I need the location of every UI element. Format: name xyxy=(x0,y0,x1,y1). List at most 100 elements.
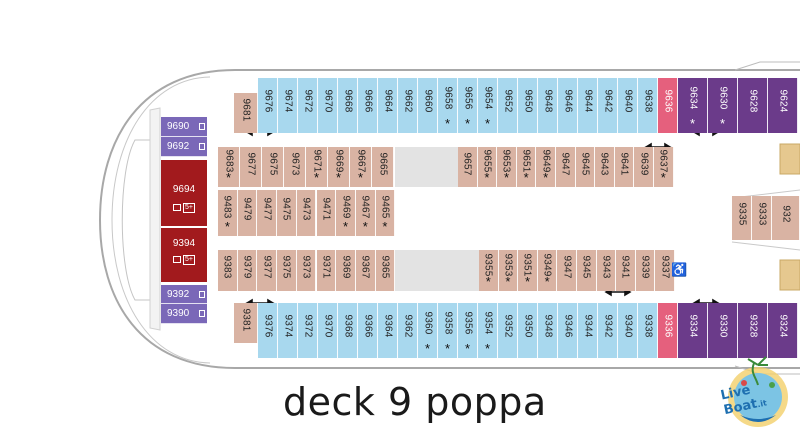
cabin-9648[interactable]: 9648 xyxy=(538,78,558,133)
cabin-9324[interactable]: 9324 xyxy=(768,303,798,358)
cabin-9371[interactable]: 9371 xyxy=(316,250,337,291)
cabin-9658[interactable]: 9658* xyxy=(438,78,458,133)
cabin-9641[interactable]: 9641 xyxy=(614,147,635,187)
cabin-9341[interactable]: 9341 xyxy=(616,250,636,291)
cabin-9471[interactable]: 9471 xyxy=(316,190,337,236)
cabin-9477[interactable]: 9477 xyxy=(257,190,278,236)
cabin-9664[interactable]: 9664 xyxy=(378,78,398,133)
cabin-9646[interactable]: 9646 xyxy=(558,78,578,133)
cabin-9353[interactable]: 9353* xyxy=(498,250,519,291)
cabin-9349[interactable]: 9349* xyxy=(537,250,558,291)
cabin-9367[interactable]: 9367 xyxy=(355,250,376,291)
cabin-9467[interactable]: 9467* xyxy=(355,190,376,236)
cabin-9634[interactable]: 9634* xyxy=(678,78,708,133)
cabin-9360[interactable]: 9360* xyxy=(418,303,438,358)
cabin-9665[interactable]: 9665 xyxy=(372,147,394,187)
cabin-9370[interactable]: 9370 xyxy=(318,303,338,358)
cabin-9337[interactable]: 9337 xyxy=(655,250,675,291)
cabin-9390[interactable]: 9390 xyxy=(161,304,207,324)
cabin-9681[interactable]: 9681 xyxy=(234,93,258,133)
cabin-9642[interactable]: 9642 xyxy=(598,78,618,133)
cabin-9355[interactable]: 9355* xyxy=(479,250,499,291)
cabin-9368[interactable]: 9368 xyxy=(338,303,358,358)
cabin-9650[interactable]: 9650 xyxy=(518,78,538,133)
cabin-9350[interactable]: 9350 xyxy=(518,303,538,358)
cabin-9692[interactable]: 9692 xyxy=(161,137,207,157)
cabin-9624[interactable]: 9624 xyxy=(768,78,798,133)
cabin-9683[interactable]: 9683* xyxy=(218,147,240,187)
cabin-9647[interactable]: 9647 xyxy=(556,147,576,187)
cabin-9483[interactable]: 9483* xyxy=(218,190,238,236)
cabin-9336[interactable]: 9336 xyxy=(658,303,678,358)
cabin-9469[interactable]: 9469* xyxy=(336,190,356,236)
cabin-9376[interactable]: 9376 xyxy=(258,303,278,358)
cabin-9338[interactable]: 9338 xyxy=(638,303,658,358)
cabin-9643[interactable]: 9643 xyxy=(595,147,615,187)
cabin-9652[interactable]: 9652 xyxy=(498,78,518,133)
cabin-9639[interactable]: 9639 xyxy=(634,147,654,187)
cabin-9654[interactable]: 9654* xyxy=(478,78,498,133)
cabin-9656[interactable]: 9656* xyxy=(458,78,478,133)
cabin-9381[interactable]: 9381 xyxy=(234,303,258,343)
cabin-9677[interactable]: 9677 xyxy=(240,147,262,187)
cabin-9335[interactable]: 9335 xyxy=(732,196,752,240)
cabin-9653[interactable]: 9653* xyxy=(497,147,517,187)
cabin-9379[interactable]: 9379 xyxy=(237,250,258,291)
cabin-9667[interactable]: 9667* xyxy=(350,147,372,187)
cabin-9465[interactable]: 9465* xyxy=(375,190,396,236)
cabin-9362[interactable]: 9362 xyxy=(398,303,418,358)
cabin-9672[interactable]: 9672 xyxy=(298,78,318,133)
cabin-9375[interactable]: 9375 xyxy=(277,250,297,291)
cabin-9675[interactable]: 9675 xyxy=(262,147,284,187)
cabin-9377[interactable]: 9377 xyxy=(257,250,278,291)
cabin-9369[interactable]: 9369 xyxy=(336,250,356,291)
cabin-9366[interactable]: 9366 xyxy=(358,303,378,358)
cabin-9475[interactable]: 9475 xyxy=(277,190,297,236)
cabin-9644[interactable]: 9644 xyxy=(578,78,598,133)
cabin-9669[interactable]: 9669* xyxy=(328,147,350,187)
cabin-9328[interactable]: 9328 xyxy=(738,303,768,358)
cabin-9364[interactable]: 9364 xyxy=(378,303,398,358)
cabin-9330[interactable]: 9330 xyxy=(708,303,738,358)
cabin-932[interactable]: 932 xyxy=(772,196,800,240)
cabin-9473[interactable]: 9473 xyxy=(296,190,317,236)
cabin-9637[interactable]: 9637* xyxy=(654,147,674,187)
cabin-9668[interactable]: 9668 xyxy=(338,78,358,133)
cabin-9354[interactable]: 9354* xyxy=(478,303,498,358)
cabin-9339[interactable]: 9339 xyxy=(635,250,656,291)
grand-suite-9694[interactable]: 9694 5+ xyxy=(161,160,207,228)
cabin-9630[interactable]: 9630* xyxy=(708,78,738,133)
cabin-9334[interactable]: 9334 xyxy=(678,303,708,358)
cabin-9356[interactable]: 9356* xyxy=(458,303,478,358)
cabin-9655[interactable]: 9655* xyxy=(477,147,498,187)
cabin-9628[interactable]: 9628 xyxy=(738,78,768,133)
grand-suite-9394[interactable]: 9394 5+ xyxy=(161,228,207,284)
cabin-9383[interactable]: 9383 xyxy=(218,250,238,291)
cabin-9662[interactable]: 9662 xyxy=(398,78,418,133)
cabin-9636[interactable]: 9636 xyxy=(658,78,678,133)
cabin-9333[interactable]: 9333 xyxy=(752,196,772,240)
cabin-9690[interactable]: 9690 xyxy=(161,117,207,137)
cabin-9347[interactable]: 9347 xyxy=(557,250,577,291)
cabin-9645[interactable]: 9645 xyxy=(575,147,596,187)
cabin-9666[interactable]: 9666 xyxy=(358,78,378,133)
cabin-9352[interactable]: 9352 xyxy=(498,303,518,358)
cabin-9344[interactable]: 9344 xyxy=(578,303,598,358)
cabin-9374[interactable]: 9374 xyxy=(278,303,298,358)
cabin-9649[interactable]: 9649* xyxy=(536,147,556,187)
cabin-9670[interactable]: 9670 xyxy=(318,78,338,133)
cabin-9651[interactable]: 9651* xyxy=(516,147,537,187)
cabin-9373[interactable]: 9373 xyxy=(296,250,317,291)
cabin-9676[interactable]: 9676 xyxy=(258,78,278,133)
cabin-9340[interactable]: 9340 xyxy=(618,303,638,358)
cabin-9640[interactable]: 9640 xyxy=(618,78,638,133)
cabin-9343[interactable]: 9343 xyxy=(596,250,617,291)
cabin-9351[interactable]: 9351* xyxy=(518,250,538,291)
cabin-9638[interactable]: 9638 xyxy=(638,78,658,133)
cabin-9372[interactable]: 9372 xyxy=(298,303,318,358)
cabin-9348[interactable]: 9348 xyxy=(538,303,558,358)
cabin-9365[interactable]: 9365 xyxy=(375,250,396,291)
cabin-9345[interactable]: 9345 xyxy=(577,250,597,291)
cabin-9674[interactable]: 9674 xyxy=(278,78,298,133)
cabin-9671[interactable]: 9671* xyxy=(306,147,328,187)
